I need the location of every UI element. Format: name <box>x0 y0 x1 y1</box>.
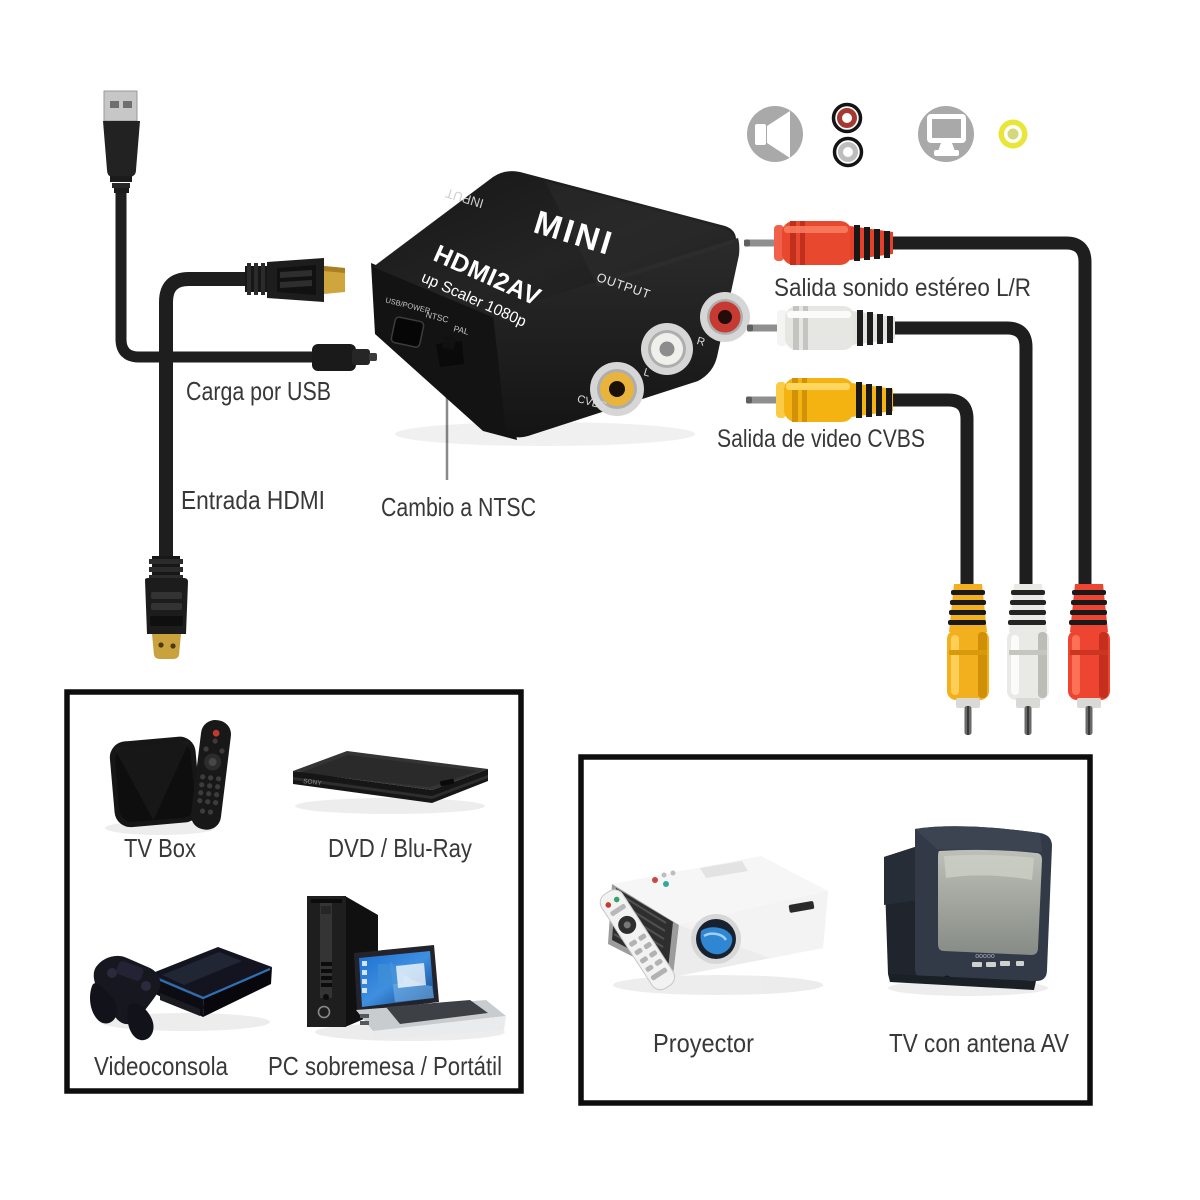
svg-text:SONY: SONY <box>303 778 323 787</box>
svg-text:ooooo: ooooo <box>975 953 995 960</box>
svg-text:DVD / Blu-Ray: DVD / Blu-Ray <box>328 833 472 863</box>
svg-text:R: R <box>695 335 706 349</box>
svg-text:Entrada HDMI: Entrada HDMI <box>181 485 325 515</box>
svg-text:Proyector: Proyector <box>653 1028 754 1058</box>
svg-text:Videoconsola: Videoconsola <box>94 1051 228 1081</box>
svg-text:Salida de video CVBS: Salida de video CVBS <box>717 425 925 453</box>
svg-text:L: L <box>642 366 651 379</box>
svg-text:Salida sonido estéreo L/R: Salida sonido estéreo L/R <box>774 274 1031 302</box>
svg-text:TV con antena AV: TV con antena AV <box>889 1028 1070 1058</box>
svg-text:Cambio a NTSC: Cambio a NTSC <box>381 492 536 522</box>
svg-text:TV Box: TV Box <box>124 833 196 863</box>
svg-text:PAL: PAL <box>453 323 471 337</box>
svg-text:PC sobremesa / Portátil: PC sobremesa / Portátil <box>268 1051 502 1081</box>
svg-text:Carga por USB: Carga por USB <box>186 376 331 406</box>
